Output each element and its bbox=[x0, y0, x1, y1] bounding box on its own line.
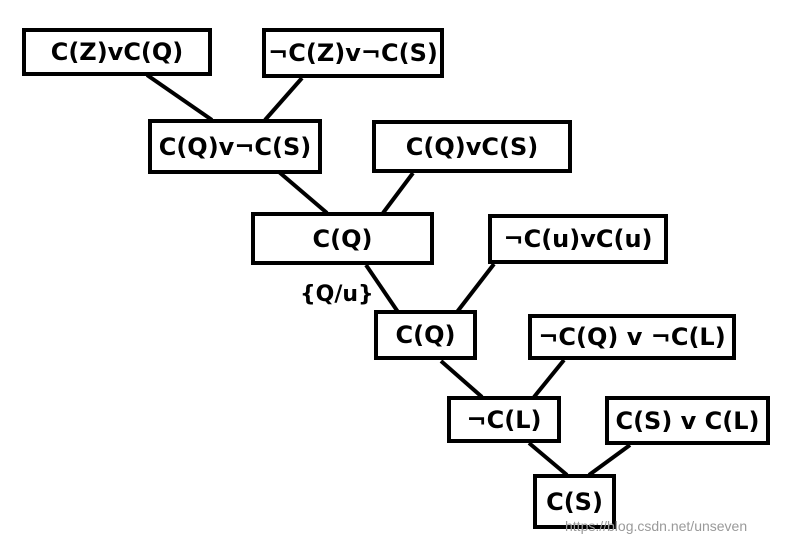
clause-node-2: ¬C(Z)v¬C(S) bbox=[262, 28, 444, 78]
edge-n7-n9 bbox=[439, 359, 484, 399]
clause-node-1: C(Z)vC(Q) bbox=[22, 28, 212, 76]
edge-n1-n3 bbox=[145, 73, 214, 122]
edge-n8-n9 bbox=[532, 358, 566, 399]
clause-node-9: ¬C(L) bbox=[447, 396, 561, 443]
clause-node-11: C(S) bbox=[533, 474, 616, 529]
clause-node-7: C(Q) bbox=[374, 310, 477, 360]
clause-node-3: C(Q)v¬C(S) bbox=[148, 119, 322, 174]
edge-n3-n5 bbox=[277, 170, 329, 215]
clause-node-10: C(S) v C(L) bbox=[605, 396, 770, 445]
clause-node-4: C(Q)vC(S) bbox=[372, 120, 572, 173]
edge-n5-n7 bbox=[364, 263, 400, 314]
edge-n2-n3 bbox=[263, 76, 304, 122]
edge-n10-n11 bbox=[587, 443, 632, 477]
edge-n4-n5 bbox=[381, 171, 415, 215]
watermark: https://blog.csdn.net/unseven bbox=[565, 518, 748, 534]
substitution-label: {Q/u} bbox=[300, 282, 374, 307]
edge-n9-n11 bbox=[527, 441, 569, 477]
edge-n6-n7 bbox=[455, 262, 496, 314]
clause-node-8: ¬C(Q) v ¬C(L) bbox=[528, 314, 736, 360]
clause-node-5: C(Q) bbox=[251, 212, 434, 265]
clause-node-6: ¬C(u)vC(u) bbox=[488, 214, 668, 264]
